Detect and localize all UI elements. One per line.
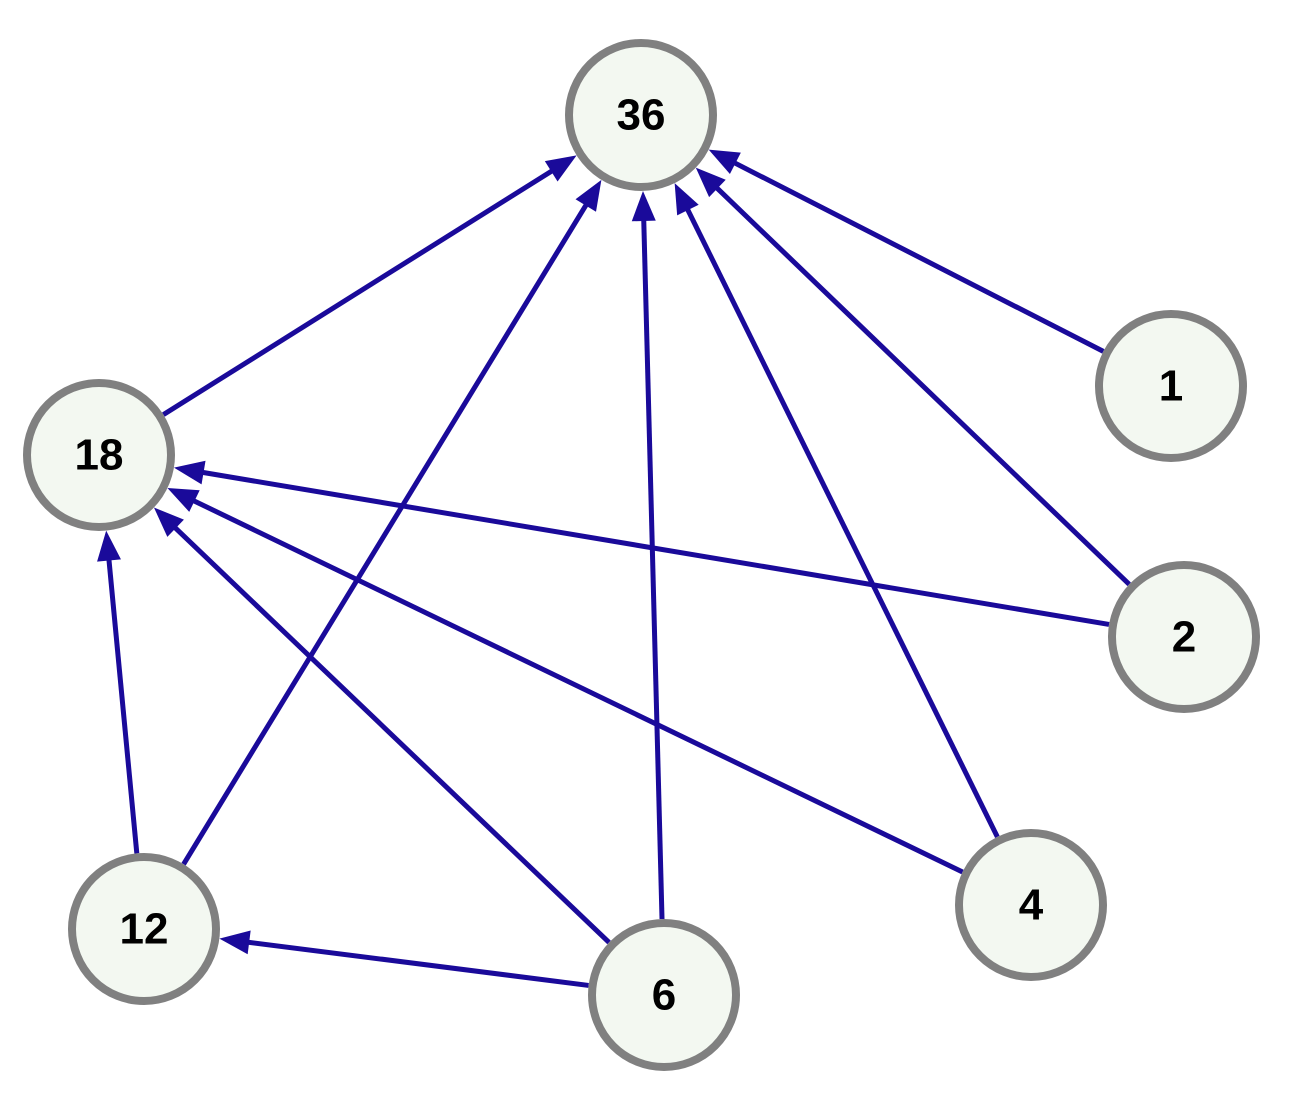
edge-4-to-36-arrowhead	[674, 183, 699, 216]
node-1-label: 1	[1159, 362, 1183, 411]
edge-18-to-36-line	[162, 167, 556, 417]
node-12-label: 12	[120, 905, 169, 954]
edge-6-to-36	[631, 190, 665, 920]
node-36-circle	[565, 39, 717, 191]
edge-12-to-36	[181, 179, 602, 866]
edge-1-to-36-line	[730, 159, 1105, 354]
node-18-label: 18	[75, 431, 124, 480]
edges-layer	[97, 149, 1131, 988]
edge-6-to-12	[219, 930, 589, 988]
edge-4-to-36-line	[683, 205, 1000, 838]
node-6[interactable]: 6	[588, 919, 740, 1071]
node-4-circle	[955, 829, 1107, 981]
node-2[interactable]: 2	[1108, 561, 1260, 713]
node-36[interactable]: 36	[565, 39, 717, 191]
edge-6-to-36-arrowhead	[631, 190, 656, 222]
edge-6-to-12-arrowhead	[219, 930, 251, 955]
node-6-label: 6	[652, 971, 676, 1020]
edge-6-to-12-line	[244, 939, 589, 988]
edge-2-to-36-line	[712, 183, 1131, 587]
edge-6-to-18-line	[171, 523, 611, 945]
edge-6-to-36-line	[641, 216, 665, 920]
edge-2-to-18	[173, 460, 1110, 627]
edge-12-to-18	[97, 530, 140, 854]
edge-12-to-36-line	[181, 200, 590, 866]
node-4-label: 4	[1019, 881, 1044, 930]
edge-2-to-18-arrowhead	[173, 460, 206, 485]
nodes-layer: 36 1 18 2 4 12 6	[23, 39, 1260, 1071]
edge-18-to-36-arrowhead	[544, 155, 577, 182]
node-18-circle	[23, 379, 175, 531]
node-12[interactable]: 12	[68, 853, 220, 1005]
node-2-circle	[1108, 561, 1260, 713]
node-4[interactable]: 4	[955, 829, 1107, 981]
edge-6-to-18-arrowhead	[153, 507, 184, 537]
node-12-circle	[68, 853, 220, 1005]
edge-4-to-18-arrowhead	[167, 488, 200, 512]
node-6-circle	[588, 919, 740, 1071]
edge-12-to-18-arrowhead	[97, 530, 121, 562]
node-2-label: 2	[1172, 613, 1196, 662]
edge-2-to-36-arrowhead	[695, 167, 726, 198]
node-36-label: 36	[617, 91, 666, 140]
edge-1-to-36	[708, 149, 1105, 354]
edge-4-to-18-line	[189, 497, 964, 875]
edge-2-to-18-line	[199, 469, 1110, 627]
edge-1-to-36-arrowhead	[708, 149, 741, 174]
node-18[interactable]: 18	[23, 379, 175, 531]
edge-6-to-18	[153, 507, 611, 945]
node-1-circle	[1095, 310, 1247, 462]
edge-4-to-18	[167, 488, 964, 875]
edge-12-to-18-line	[106, 556, 140, 854]
node-1[interactable]: 1	[1095, 310, 1247, 462]
edge-12-to-36-arrowhead	[575, 179, 602, 212]
edge-2-to-36	[695, 167, 1131, 587]
edge-4-to-36	[674, 183, 1000, 838]
edge-18-to-36	[162, 155, 577, 417]
